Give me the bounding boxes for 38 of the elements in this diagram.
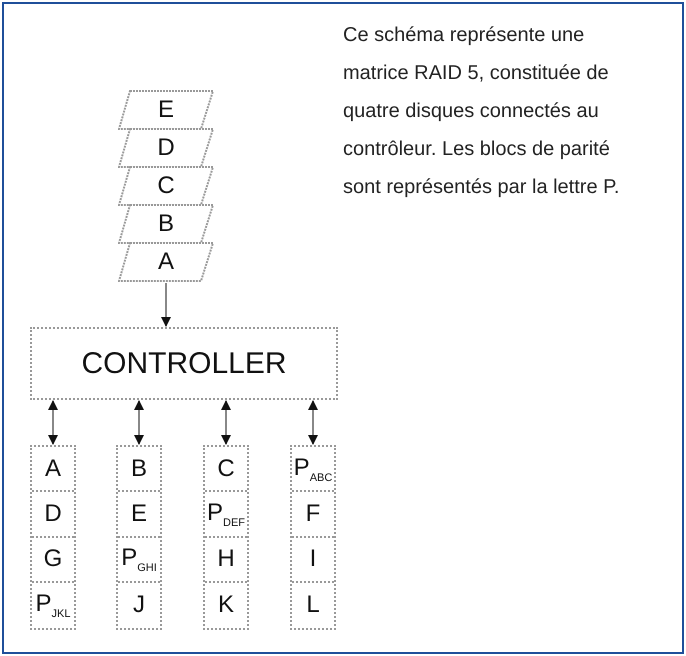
block-label: K [218, 591, 234, 620]
block-label: L [306, 591, 320, 620]
block-label: I [310, 545, 316, 574]
block-label: P$_{JKL}$ [36, 590, 70, 620]
block-label: J [133, 591, 145, 620]
block-label: F [306, 500, 320, 528]
arrow [48, 400, 58, 445]
block-label: P$_{ABC}$ [294, 454, 332, 484]
block-label: D [157, 134, 175, 162]
data-block [118, 90, 214, 130]
disk-column [30, 445, 76, 630]
block-label: B [130, 454, 147, 483]
block-label: E [158, 96, 174, 124]
block-label: H [217, 545, 235, 574]
data-block [118, 204, 214, 244]
block-label: D [44, 500, 62, 528]
block-label: C [217, 454, 235, 483]
controller-label: CONTROLLER [81, 346, 287, 380]
block-label: G [44, 545, 62, 574]
block-label: E [130, 500, 147, 528]
block-label: P$_{GHI}$ [121, 544, 157, 574]
data-block [118, 128, 214, 168]
arrow [308, 400, 318, 445]
data-block [118, 242, 214, 282]
disk-column [290, 445, 336, 630]
block-label: P$_{DEF}$ [206, 498, 245, 529]
block-label: A [158, 248, 174, 276]
description-text: Ce schéma représente une matrice RAID 5, constituée de quatre disques connectés au contrôleur. Les blocs de parité sont représentés par la lettre P. [343, 23, 620, 200]
arrow [221, 400, 231, 445]
block-label: B [158, 210, 174, 238]
disk-column [116, 445, 162, 630]
controller-box [30, 327, 338, 400]
arrow [134, 400, 144, 445]
disk-column [203, 445, 249, 630]
block-label: C [157, 172, 175, 200]
block-label: A [44, 454, 61, 483]
data-block [118, 166, 214, 206]
arrow [161, 283, 171, 327]
